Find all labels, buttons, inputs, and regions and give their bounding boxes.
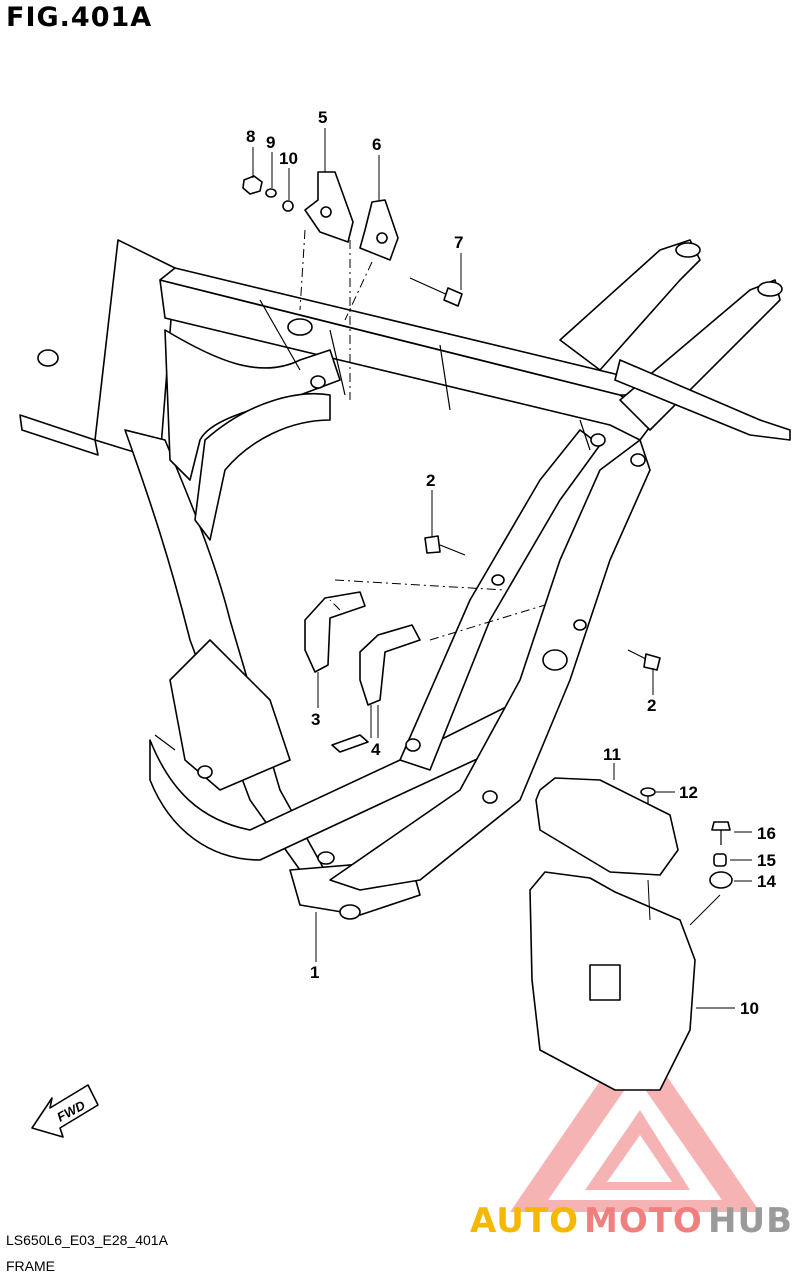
watermark-auto: AUTO xyxy=(470,1201,579,1241)
callout-3: 3 xyxy=(311,710,320,729)
figure-code: LS650L6_E03_E28_401A xyxy=(6,1232,168,1248)
callout-10: 10 xyxy=(279,149,298,168)
callout-12: 11 xyxy=(603,745,621,764)
part-6-bracket xyxy=(359,199,399,261)
head-pipe-bracket xyxy=(19,414,99,456)
rear-down-tube xyxy=(329,439,651,891)
callout-4: 4 xyxy=(371,740,381,759)
callout-1: 1 xyxy=(310,963,319,982)
callout-5: 5 xyxy=(318,108,327,127)
steering-stop xyxy=(37,349,59,367)
watermark-logo xyxy=(510,1030,760,1212)
leader-lines xyxy=(252,128,752,1009)
callout-15: 15 xyxy=(757,851,776,870)
rear-cross-tube xyxy=(614,359,791,441)
main-frame xyxy=(19,239,791,920)
callout-2-lower: 2 xyxy=(647,696,656,715)
callout-6: 6 xyxy=(372,135,381,154)
callout-16: 16 xyxy=(757,824,776,843)
front-gusset xyxy=(164,329,341,481)
watermark-hub: HUB xyxy=(708,1201,793,1241)
pivot-boss xyxy=(339,904,361,920)
part-8-nut xyxy=(242,175,263,195)
callout-9: 9 xyxy=(266,133,275,152)
watermark-moto: MOTO xyxy=(584,1201,703,1241)
rail-end-right xyxy=(757,281,783,297)
figure-name: FRAME xyxy=(6,1258,55,1274)
callout-13: 12 xyxy=(679,783,698,802)
part-15-collar xyxy=(713,853,727,867)
cross-brace-front xyxy=(194,393,331,541)
part-3-bracket xyxy=(304,591,366,673)
callout-7: 7 xyxy=(454,233,463,252)
part-16-bolt xyxy=(711,821,731,845)
part-2-bolt-upper xyxy=(424,535,466,556)
triangle-logo-icon xyxy=(510,1030,760,1212)
watermark-text: AUTO MOTO HUB xyxy=(470,1201,793,1241)
callout-2-upper: 2 xyxy=(426,471,435,490)
rail-end-left xyxy=(675,242,701,258)
callout-8: 8 xyxy=(246,127,255,146)
fwd-arrow-icon: FWD xyxy=(31,1084,99,1138)
part-2-bolt-lower xyxy=(627,649,661,671)
callouts: 5 6 7 8 9 10 2 2 3 4 1 11 12 16 15 14 10 xyxy=(246,108,776,1018)
part-5-bracket xyxy=(304,171,354,243)
callout-11: 10 xyxy=(740,999,759,1018)
part-9-washer xyxy=(265,188,277,198)
part-14-grommet xyxy=(709,871,733,889)
head-pipe xyxy=(94,239,176,461)
part-7-bolt xyxy=(409,277,463,307)
part-13-screw xyxy=(640,787,656,804)
cradle-joint xyxy=(169,639,291,791)
box-slot xyxy=(589,964,621,1001)
part-12-cover xyxy=(535,777,679,876)
part-4-bracket xyxy=(359,624,421,706)
part-4-plate xyxy=(331,734,369,753)
seat-rail-left xyxy=(559,239,701,371)
figure-title: FIG.401A xyxy=(6,2,153,33)
callout-14: 14 xyxy=(757,872,776,891)
part-10-washer xyxy=(282,200,294,212)
